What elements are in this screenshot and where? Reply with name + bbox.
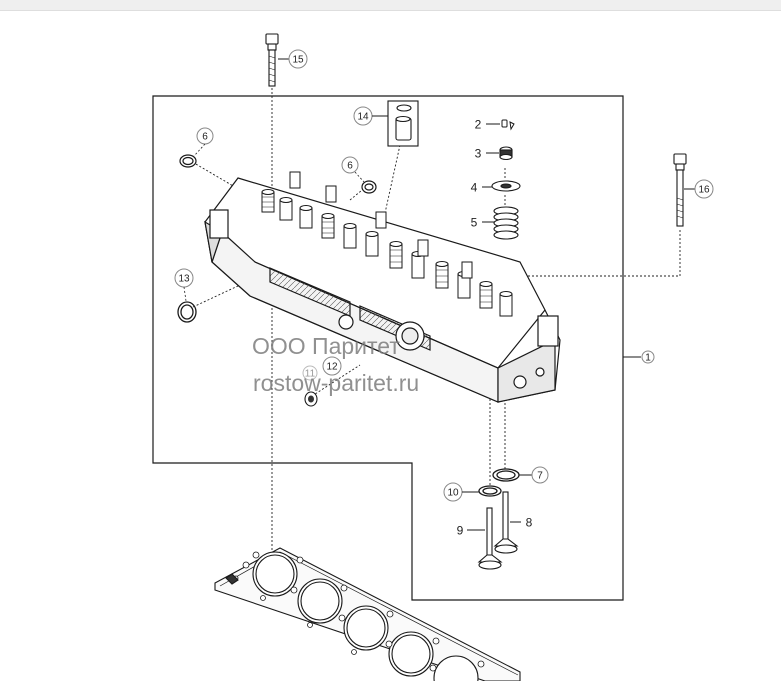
callout-13: 13 <box>174 268 194 302</box>
svg-text:7: 7 <box>537 471 543 482</box>
valve-retainer-3 <box>499 146 513 161</box>
svg-text:16: 16 <box>698 185 710 196</box>
callouts: 1 2 3 4 5 6 <box>174 49 714 538</box>
callout-11: 11 <box>302 365 318 407</box>
svg-text:13: 13 <box>178 274 190 285</box>
callout-7: 7 <box>519 466 549 484</box>
callout-15: 15 <box>278 49 308 69</box>
watermark-company: ООО Паритет <box>252 333 400 359</box>
seal-6-right <box>361 180 377 194</box>
callout-3: 3 <box>475 147 499 161</box>
valve-keepers-2 <box>501 119 515 131</box>
callout-6-right: 6 <box>341 156 365 183</box>
svg-text:15: 15 <box>292 55 304 66</box>
callout-4: 4 <box>471 181 492 195</box>
callout-5: 5 <box>471 216 494 230</box>
svg-text:2: 2 <box>475 118 482 132</box>
injector-sleeve-14 <box>387 100 419 147</box>
callout-14: 14 <box>353 106 388 126</box>
callout-10: 10 <box>443 482 479 502</box>
assembly-frame <box>152 95 624 601</box>
callout-8: 8 <box>510 516 533 530</box>
callout-16: 16 <box>684 179 714 199</box>
spring-seat-4 <box>491 180 521 192</box>
callout-6-left: 6 <box>193 127 214 157</box>
valve-stem-seal-10 <box>478 485 502 497</box>
svg-text:9: 9 <box>457 524 464 538</box>
svg-text:10: 10 <box>447 488 459 499</box>
o-ring-13 <box>177 301 197 323</box>
valve-spring-5 <box>493 206 519 240</box>
svg-text:8: 8 <box>526 516 533 530</box>
valve-8 <box>493 491 519 554</box>
watermark: ООО Паритет rostow-paritet.ru <box>252 333 419 396</box>
svg-text:6: 6 <box>202 132 208 143</box>
svg-text:5: 5 <box>471 216 478 230</box>
svg-text:14: 14 <box>357 112 369 123</box>
svg-text:4: 4 <box>471 181 478 195</box>
top-bar <box>0 0 781 11</box>
head-gasket <box>214 547 521 681</box>
bolt-15 <box>265 33 279 87</box>
valve-stem-seal-7 <box>492 468 520 482</box>
svg-text:12: 12 <box>326 362 338 373</box>
watermark-site: rostow-paritet.ru <box>253 370 419 396</box>
svg-text:3: 3 <box>475 147 482 161</box>
svg-text:1: 1 <box>645 353 651 364</box>
callout-12: 12 <box>322 356 342 376</box>
callout-1: 1 <box>623 350 655 364</box>
head-valve-springs <box>261 171 513 317</box>
valve-9 <box>477 507 503 570</box>
callout-2: 2 <box>475 118 500 132</box>
svg-text:11: 11 <box>305 369 316 380</box>
callout-9: 9 <box>457 524 485 538</box>
seal-6-left <box>179 154 197 168</box>
svg-text:6: 6 <box>347 161 353 172</box>
cylinder-head <box>204 177 561 403</box>
bolt-16 <box>673 153 687 227</box>
